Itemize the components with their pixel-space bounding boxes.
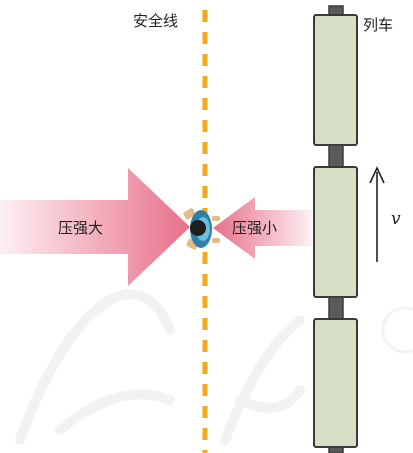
- train-car-2: [313, 166, 358, 298]
- watermark: [15, 289, 413, 445]
- safety-line-label: 安全线: [133, 12, 178, 30]
- coupler-1: [328, 144, 344, 168]
- train-car-3: [313, 318, 358, 448]
- high-pressure-arrow: [0, 168, 190, 286]
- low-pressure-arrow: [213, 197, 312, 259]
- velocity-label: v: [391, 209, 401, 229]
- train: [313, 5, 358, 453]
- coupler-2: [328, 296, 344, 320]
- low-pressure-label: 压强小: [232, 219, 277, 237]
- velocity-arrowhead: [369, 166, 385, 184]
- train-label: 列车: [363, 16, 393, 34]
- high-pressure-label: 压强大: [58, 219, 103, 237]
- person-icon: [183, 208, 220, 250]
- train-car-1: [313, 14, 358, 146]
- coupler-bottom: [328, 446, 344, 453]
